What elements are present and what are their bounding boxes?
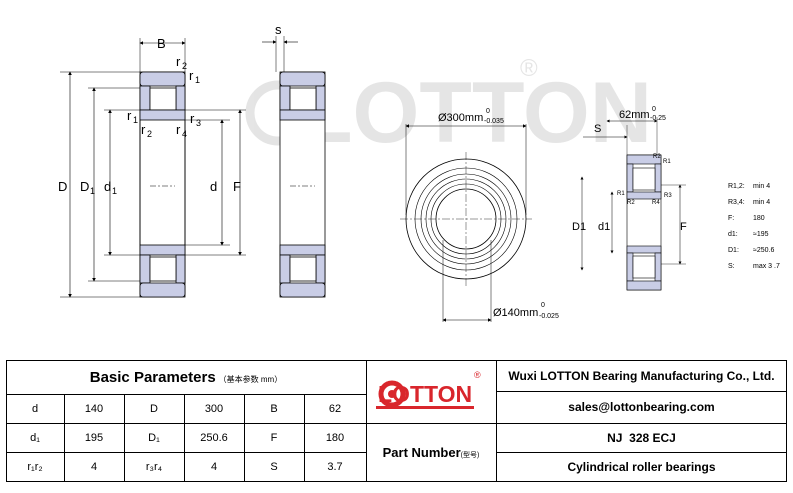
outer-diameter-label: Ø300mm <box>438 112 483 124</box>
table-cell: 250.6 <box>200 431 228 444</box>
detail-R3: R3 <box>664 193 672 199</box>
bearing-type: Cylindrical roller bearings <box>567 459 716 474</box>
table-cell: S <box>270 460 278 473</box>
table-cell: r₃r₄ <box>145 460 163 473</box>
side-view-plain <box>262 36 326 298</box>
table-cell: 180 <box>325 431 345 444</box>
company-logo: LOTTON ® <box>370 366 492 418</box>
label-F: F <box>233 179 241 194</box>
inner-diameter-label: Ø140mm <box>493 307 538 319</box>
side-view-dimensioned <box>60 38 246 298</box>
table-cell: 300 <box>204 402 224 415</box>
label-r4-sub: 4 <box>182 129 187 139</box>
label-r2-bottom: r <box>141 122 146 137</box>
spec-label: d1: <box>728 231 738 238</box>
spec-list: R1,2: min 4 R3,4: min 4 F: 180 d1: ≈195 … <box>728 183 780 270</box>
detail-width-tol-upper: 0 <box>652 106 656 113</box>
label-r1-left: r <box>127 108 132 123</box>
detail-S-label: S <box>594 123 601 135</box>
watermark-text: LOTTON <box>300 65 652 161</box>
part-number-label: Part Number <box>382 444 461 460</box>
table-cell: d <box>31 402 39 415</box>
table-title: Basic Parameters <box>89 368 216 386</box>
watermark: LOTTON ® <box>245 55 652 161</box>
table-cell: 3.7 <box>327 460 343 473</box>
detail-view <box>580 117 686 291</box>
label-D1-sub: 1 <box>90 186 95 196</box>
detail-width-tol-lower: -0.25 <box>650 115 666 122</box>
table-cell: 140 <box>84 402 104 415</box>
label-r3-sub: 3 <box>196 118 201 128</box>
company-name: Wuxi LOTTON Bearing Manufacturing Co., L… <box>508 368 775 383</box>
front-view <box>400 124 532 322</box>
label-r2-top: r <box>176 54 181 69</box>
spec-label: S: <box>728 263 735 270</box>
label-r2-bottom-sub: 2 <box>147 129 152 139</box>
outer-tol-upper: 0 <box>486 108 490 115</box>
table-cell: B <box>270 402 278 415</box>
spec-value: min 4 <box>753 183 770 190</box>
detail-R1-left: R1 <box>617 191 625 197</box>
logo-text: LOTTON <box>378 381 472 407</box>
label-r4: r <box>176 122 181 137</box>
spec-value: ≈195 <box>753 231 769 238</box>
table-cell: r₁r₂ <box>27 460 43 473</box>
logo-mark: ® <box>474 370 481 380</box>
bearing-drawing: LOTTON ® <box>58 22 780 322</box>
table-cell: d₁ <box>30 431 40 444</box>
table-cell: D₁ <box>148 431 160 444</box>
spec-label: R1,2: <box>728 183 745 190</box>
label-r1-top: r <box>189 68 194 83</box>
detail-R2-top: R2 <box>653 154 661 160</box>
label-r3: r <box>190 111 195 126</box>
watermark-mark: ® <box>520 55 538 82</box>
label-r1-left-sub: 1 <box>133 115 138 125</box>
label-s: s <box>275 22 282 37</box>
outer-tol-lower: -0.035 <box>484 118 504 125</box>
table-cell: 4 <box>90 460 98 473</box>
detail-width-label: 62mm <box>619 109 650 121</box>
spec-value: max 3 .7 <box>753 263 780 270</box>
parameter-table: Basic Parameters （基本参数 mm） d 140 D 300 B… <box>6 360 791 482</box>
part-number-value: NJ 328 ECJ <box>607 430 676 445</box>
spec-label: D1: <box>728 247 739 254</box>
table-cell: F <box>270 431 278 444</box>
inner-tol-lower: -0.025 <box>539 313 559 320</box>
spec-value: 180 <box>753 215 765 222</box>
label-D: D <box>58 179 67 194</box>
label-r1-top-sub: 1 <box>195 75 200 85</box>
spec-value: ≈250.6 <box>753 247 774 254</box>
table-cell: 62 <box>328 402 342 415</box>
label-r2-top-sub: 2 <box>182 61 187 71</box>
company-email: sales@lottonbearing.com <box>568 400 715 414</box>
label-D1: D <box>80 179 89 194</box>
label-B: B <box>157 36 166 51</box>
detail-R1-top: R1 <box>663 159 671 165</box>
part-number-note: (型号) <box>460 452 480 459</box>
detail-F-label: F <box>680 221 687 233</box>
spec-label: R3,4: <box>728 199 745 206</box>
spec-value: min 4 <box>753 199 770 206</box>
label-d1-sub: 1 <box>112 186 117 196</box>
table-title-note: （基本参数 mm） <box>218 374 283 384</box>
table-cell: 195 <box>84 431 104 444</box>
label-d1: d <box>104 179 111 194</box>
inner-tol-upper: 0 <box>541 302 545 309</box>
detail-R2-left: R2 <box>627 200 635 206</box>
table-cell: D <box>150 402 158 415</box>
detail-R4: R4 <box>652 200 660 206</box>
table-cell: 4 <box>210 460 218 473</box>
detail-d1-label: d1 <box>598 221 610 233</box>
spec-label: F: <box>728 215 734 222</box>
label-d: d <box>210 179 217 194</box>
detail-D1-label: D1 <box>572 221 586 233</box>
logo-bearing-icon <box>378 380 406 408</box>
